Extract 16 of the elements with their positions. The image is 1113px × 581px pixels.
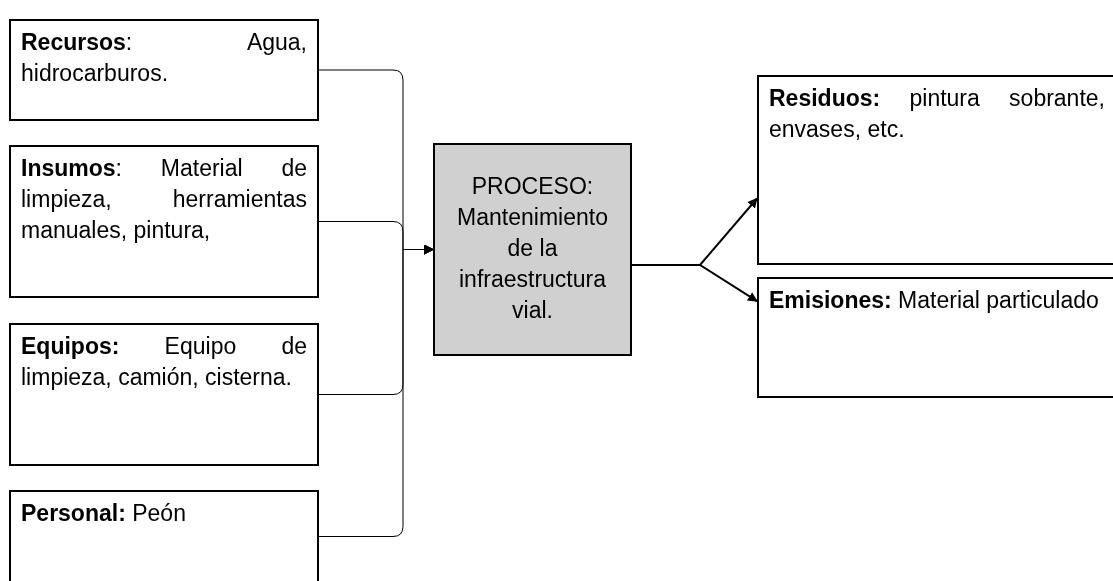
text-box — [757, 277, 1113, 398]
text-box — [9, 323, 319, 466]
connector-arrow — [318, 244, 434, 537]
text-box — [757, 75, 1113, 265]
box-text: Residuos: pintura sobrante, envases, etc. — [769, 84, 1105, 144]
box-text: Personal: Peón — [21, 499, 187, 528]
connector-arrow — [631, 264, 758, 303]
text-box — [9, 145, 319, 298]
text-box — [9, 19, 319, 121]
process-box — [433, 143, 632, 356]
text-box — [9, 490, 319, 581]
box-text: Recursos: Agua, hidrocarburos. — [21, 28, 307, 88]
box-text: Emisiones: Material particulado — [769, 286, 1100, 315]
box-text: Insumos: Material de limpieza, herramientas manuales, pintura, — [21, 154, 307, 245]
box-text: PROCESO: Mantenimiento de la infraestructura vial. — [456, 172, 609, 325]
box-text: Equipos: Equipo de limpieza, camión, cisterna. — [21, 332, 307, 392]
